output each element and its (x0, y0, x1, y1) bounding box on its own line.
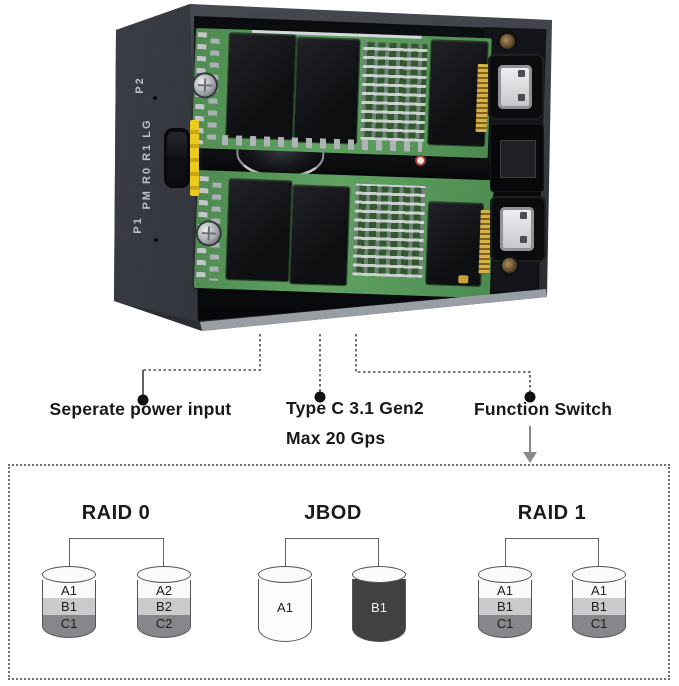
usb-c-shell (500, 207, 534, 251)
disk-top (137, 566, 191, 583)
disk-segment: A1 (42, 580, 96, 598)
usb-c-port-top (488, 54, 544, 120)
disk-segment: C1 (42, 615, 96, 638)
disk-segment: A2 (137, 580, 191, 598)
disk-cylinder: B1 (352, 566, 406, 644)
case-screw (500, 34, 515, 49)
case-screw (502, 258, 517, 273)
disk-top (258, 566, 312, 583)
red-marker (415, 155, 426, 166)
disk-segment: B1 (478, 598, 532, 615)
disk-segment: C1 (478, 615, 532, 638)
disk-cylinder: C1 B1 A1 (478, 566, 532, 644)
arrow-down-icon (523, 452, 537, 463)
leader-line-switch (355, 334, 531, 392)
label-function-switch: Function Switch (474, 399, 613, 419)
disk-segment: A1 (572, 580, 626, 598)
disk-top (352, 566, 406, 583)
bracket-raid1 (505, 538, 599, 578)
disk-segment: A1 (478, 580, 532, 598)
port-pin (518, 94, 525, 101)
port-pin (518, 70, 525, 77)
port-pin (520, 212, 527, 219)
bracket-jbod (285, 538, 379, 578)
disk-cylinder: A1 (258, 566, 312, 644)
disk-cylinder: C1 B1 A1 (42, 566, 96, 644)
disk-top (478, 566, 532, 583)
disk-segment: B2 (137, 598, 191, 615)
group-title-raid0: RAID 0 (81, 502, 151, 524)
connector-slot (500, 140, 536, 178)
leader-dot (314, 391, 326, 403)
leader-line-power (143, 334, 261, 371)
port-pin (520, 236, 527, 243)
switch-lever-yellow (190, 120, 199, 196)
disk-label: B1 (352, 579, 406, 642)
usb-c-port-bottom (490, 196, 546, 262)
disk-segment: C2 (137, 615, 191, 638)
disk-segment: C1 (572, 615, 626, 638)
disk-cylinder: C2 B2 A2 (137, 566, 191, 644)
label-type-c: Type C 3.1 Gen2 (286, 398, 424, 418)
leader-dot (137, 394, 149, 406)
label-separate-power: Seperate power input (49, 399, 232, 419)
label-max-speed: Max 20 Gps (286, 428, 386, 448)
led-hole (153, 96, 157, 100)
leader-dot (524, 391, 536, 403)
disk-label: A1 (258, 579, 312, 642)
led-hole (154, 238, 158, 242)
disk-segment: B1 (572, 598, 626, 615)
group-title-raid1: RAID 1 (517, 502, 587, 524)
usb-c-shell (498, 65, 532, 109)
raid-modes-box: RAID 0 C1 B1 A1 C2 B2 A2 JBOD A1 B1 RAID… (8, 464, 670, 680)
disk-top (572, 566, 626, 583)
group-title-jbod: JBOD (304, 502, 362, 524)
bracket-raid0 (69, 538, 164, 578)
enclosure-photo: P2 PM R0 R1 LG P1 (110, 0, 562, 340)
function-switch-knob (167, 132, 187, 158)
middle-connector (490, 124, 544, 192)
disk-top (42, 566, 96, 583)
disk-segment: B1 (42, 598, 96, 615)
disk-cylinder: C1 B1 A1 (572, 566, 626, 644)
